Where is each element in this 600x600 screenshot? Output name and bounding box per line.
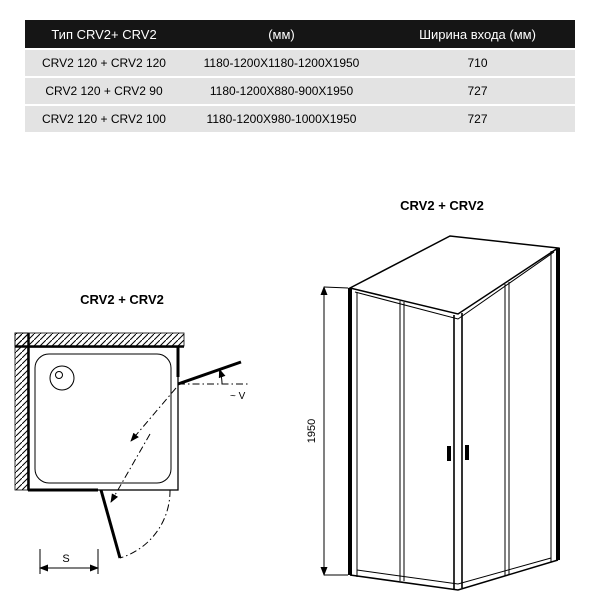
top-outline [347,235,561,315]
left-door-handle [447,446,451,461]
table-row: CRV2 120 + CRV2 100 1180-1200X980-1000X1… [25,106,575,132]
right-door-handle [465,445,469,460]
drain-inner-circle [55,371,63,379]
bottom-outline [349,559,559,591]
cell-type: CRV2 120 + CRV2 100 [42,112,166,126]
shower-tray [27,346,179,491]
elevation-diagram-title: CRV2 + CRV2 [400,198,484,213]
cell-dimensions: 1180-1200X980-1000X1950 [206,112,357,126]
door-handles [447,445,469,461]
table-row: CRV2 120 + CRV2 120 1180-1200X1180-1200X… [25,50,575,76]
table-row: CRV2 120 + CRV2 90 1180-1200X880-900X195… [25,78,575,104]
column-header-entry-width: Ширина входа (мм) [419,26,536,42]
spec-table: Тип CRV2+ CRV2 (мм) Ширина входа (мм) CR… [25,20,575,134]
height-dimension [320,286,349,576]
door-swing-arc [119,489,171,559]
width-dimension-label: S [62,553,69,565]
cell-type: CRV2 120 + CRV2 90 [45,84,163,98]
table-header-row: Тип CRV2+ CRV2 (мм) Ширина входа (мм) [25,20,575,48]
bottom-inner-frame [356,557,552,585]
height-dimension-label: 1950 [306,419,318,443]
angle-arc [218,368,226,385]
top-inner-frame [354,251,555,320]
door-right-open [176,347,250,386]
enclosure-frame [347,235,561,591]
cell-dimensions: 1180-1200X1180-1200X1950 [203,56,360,70]
wall-left [14,332,30,491]
cell-entry-width: 710 [467,56,488,70]
door-bottom-open [28,488,171,559]
column-header-type: Тип CRV2+ CRV2 [51,26,157,42]
plan-diagram-title: CRV2 + CRV2 [80,292,164,307]
cell-entry-width: 727 [467,112,488,126]
elevation-diagram: 1950 [306,235,561,591]
plan-diagram: ~ V S [14,332,250,574]
cell-type: CRV2 120 + CRV2 120 [42,56,166,70]
drain-circle [49,365,75,391]
cell-dimensions: 1180-1200X880-900X1950 [209,84,354,98]
column-header-dimensions: (мм) [268,26,295,42]
door-swing-arrows [110,387,177,503]
cell-entry-width: 727 [467,84,488,98]
width-dimension [39,549,99,574]
wall-top [14,332,185,348]
angle-label: ~ V [230,391,246,402]
